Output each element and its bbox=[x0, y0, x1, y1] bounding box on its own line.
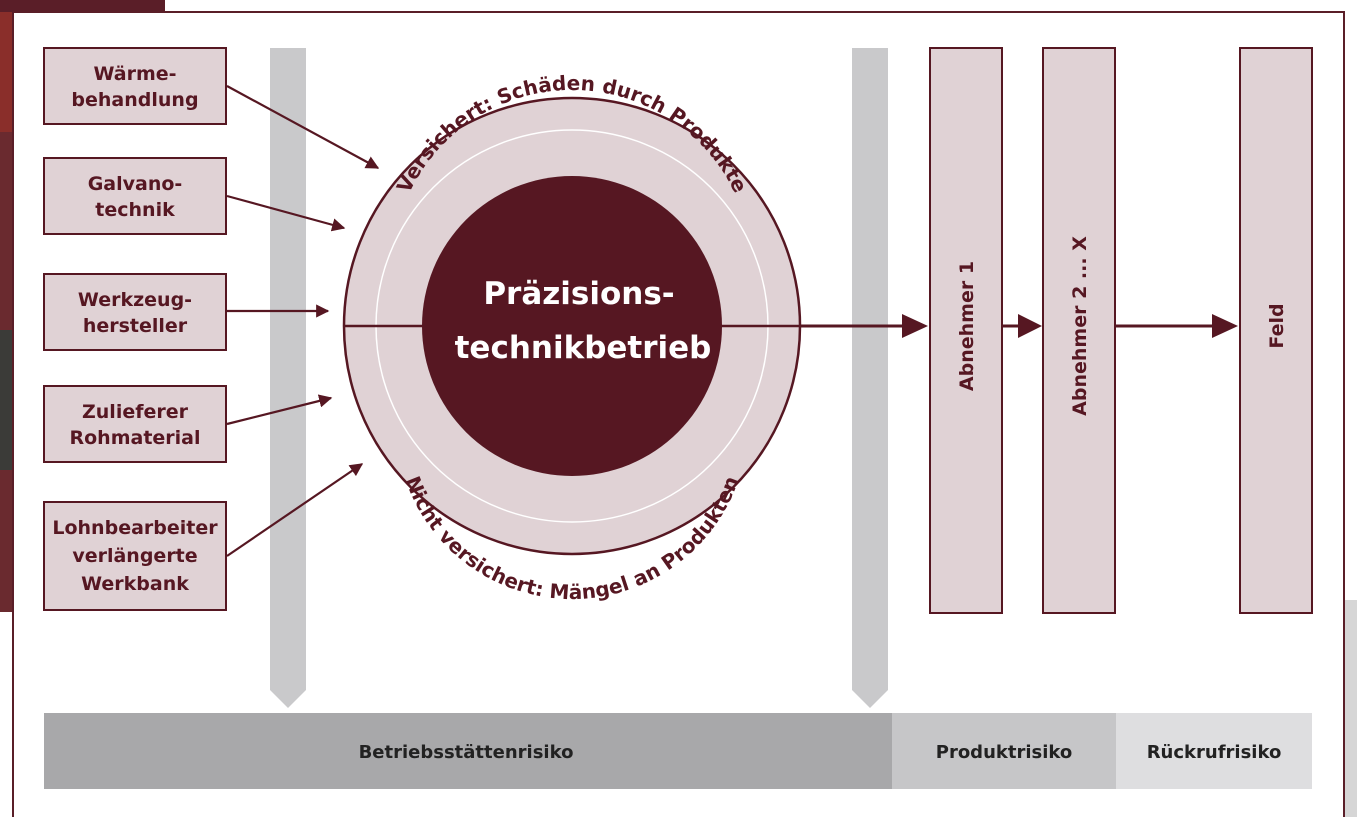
supplier-label: Werkbank bbox=[81, 573, 189, 595]
supplier-box: Wärme- behandlung bbox=[43, 47, 227, 125]
chain-label: Abnehmer 1 bbox=[956, 261, 978, 391]
arrow bbox=[226, 194, 346, 232]
risk-label: Rückrufrisiko bbox=[1147, 742, 1282, 763]
chain-column: Feld bbox=[1239, 47, 1313, 614]
risk-segment-recall bbox=[1116, 713, 1312, 789]
risk-label: Betriebsstättenrisiko bbox=[359, 742, 574, 763]
chain-column: Abnehmer 2 ... X bbox=[1042, 47, 1116, 614]
flow-arrows bbox=[800, 314, 1238, 338]
supplier-label: Galvano- bbox=[88, 173, 183, 195]
supplier-label: technik bbox=[95, 199, 175, 221]
center-title-line1: Präzisions- bbox=[483, 276, 674, 312]
arrow-head bbox=[902, 314, 928, 338]
supplier-label: Rohmaterial bbox=[69, 427, 200, 449]
supplier-box: Lohnbearbeiter verlängerte Werkbank bbox=[43, 501, 227, 611]
risk-segment-product bbox=[892, 713, 1116, 789]
risk-label: Produktrisiko bbox=[936, 742, 1073, 763]
supplier-box: Galvano- technik bbox=[43, 157, 227, 235]
center-circle: Präzisions- technikbetrieb Versichert: S… bbox=[342, 71, 802, 604]
chain-label: Abnehmer 2 ... X bbox=[1069, 236, 1091, 416]
supplier-label: hersteller bbox=[83, 315, 188, 337]
supplier-label: verlängerte bbox=[72, 545, 197, 567]
supplier-label: Zulieferer bbox=[82, 401, 189, 423]
chain-column: Abnehmer 1 bbox=[929, 47, 1003, 614]
arrow bbox=[226, 85, 380, 169]
supplier-label: Lohnbearbeiter bbox=[52, 517, 218, 539]
supplier-box: Werkzeug- hersteller bbox=[43, 273, 227, 351]
pillar-right bbox=[852, 48, 888, 708]
arrow-head bbox=[1018, 314, 1042, 338]
chain-label: Feld bbox=[1266, 303, 1288, 348]
pillar-left bbox=[270, 48, 306, 708]
arrow bbox=[226, 463, 364, 557]
risk-segment-operations bbox=[44, 713, 892, 789]
arrow bbox=[226, 394, 333, 426]
supplier-arrows bbox=[226, 85, 380, 557]
supplier-label: Wärme- bbox=[93, 63, 176, 85]
supplier-label: behandlung bbox=[71, 89, 198, 111]
supplier-label: Werkzeug- bbox=[78, 289, 192, 311]
risk-bar: Betriebsstättenrisiko Produktrisiko Rück… bbox=[44, 713, 1312, 789]
center-title-line2: technikbetrieb bbox=[455, 330, 712, 366]
arrow-head bbox=[1212, 314, 1238, 338]
supplier-box: Zulieferer Rohmaterial bbox=[43, 385, 227, 463]
